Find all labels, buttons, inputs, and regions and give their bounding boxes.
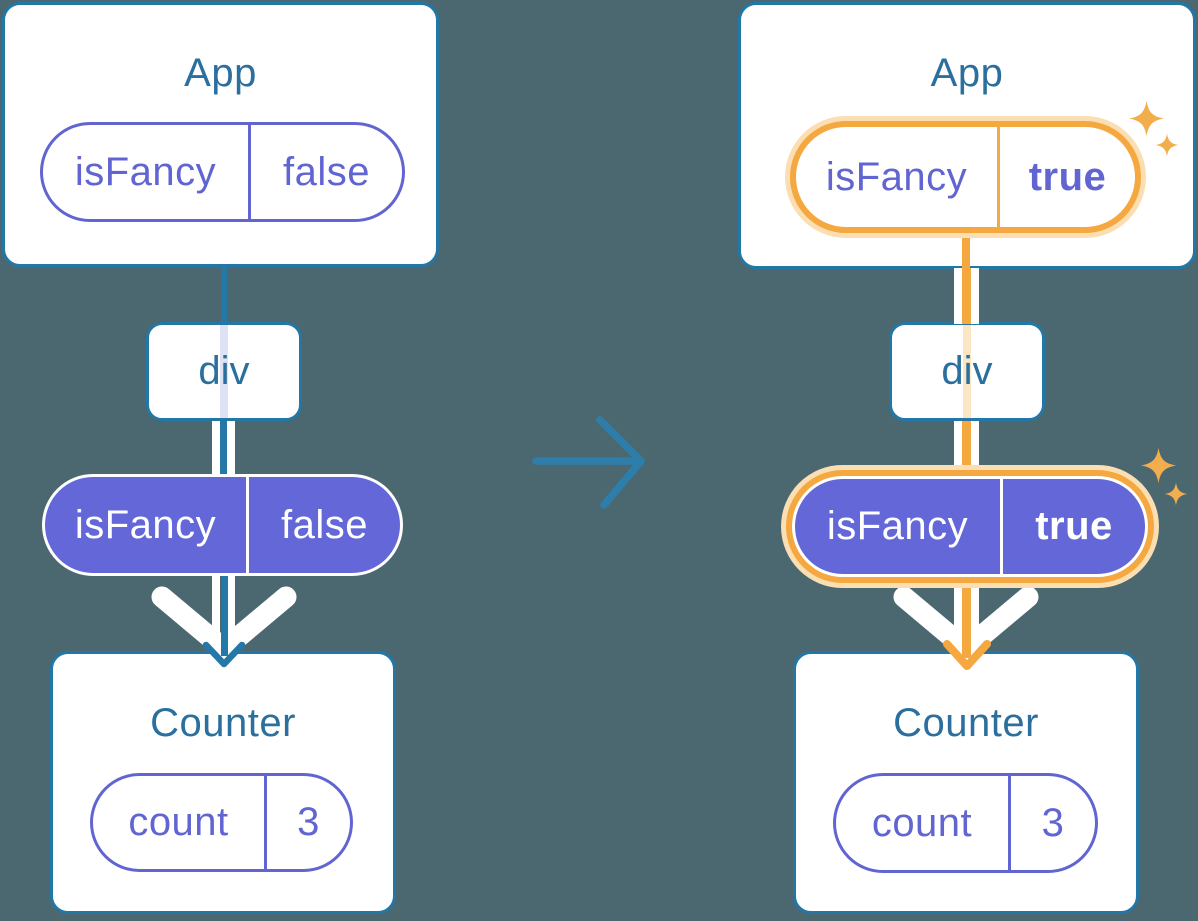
prop-pipe-div-to-pill-before: [212, 421, 235, 476]
app-state-pill-before: isFancy false: [40, 122, 405, 222]
passed-prop-pill-before: isFancy false: [42, 474, 403, 576]
sparkle-icon: [1140, 447, 1177, 484]
prop-pipe-pill-to-counter-after: [954, 585, 979, 640]
app-component-title-after: App: [930, 51, 1004, 95]
div-element-label-before: div: [198, 349, 250, 393]
sparkle-icon: [1155, 133, 1179, 157]
div-element-card-before: div: [146, 322, 302, 421]
right-arrow-icon: [532, 416, 645, 509]
prop-pipe-div-to-pill-after: [954, 421, 979, 478]
prop-value: false: [281, 502, 368, 547]
passed-prop-pill-after-highlighted: isFancy true: [792, 476, 1148, 577]
pill-divider: [246, 477, 249, 573]
counter-state-pill-after: count 3: [833, 773, 1098, 873]
state-key: isFancy: [74, 149, 217, 194]
sparkle-icon: [1164, 482, 1188, 506]
edge-pill-to-box-after: [962, 230, 970, 272]
prop-trace-line: [220, 325, 228, 418]
state-key: count: [128, 800, 229, 844]
div-element-label-after: div: [941, 349, 993, 393]
state-value: true: [1028, 154, 1107, 199]
app-state-pill-after-highlighted: isFancy true: [790, 121, 1141, 233]
state-value: 3: [297, 800, 320, 844]
prop-value: true: [1035, 504, 1113, 548]
div-element-card-after: div: [889, 322, 1045, 421]
pill-divider: [997, 127, 1000, 227]
edge-pill-to-counter-before: [221, 574, 228, 656]
edge-pill-to-counter-after: [962, 585, 971, 658]
blue-arrowhead-icon: [202, 641, 246, 668]
counter-component-title-before: Counter: [150, 701, 296, 745]
prop-pipe-pill-to-counter-before: [212, 574, 235, 640]
prop-trace-line: [963, 325, 971, 418]
counter-state-pill-before: count 3: [90, 773, 353, 872]
app-component-title-before: App: [184, 51, 257, 95]
prop-key: isFancy: [74, 502, 217, 547]
edge-app-to-div-before: [221, 266, 227, 324]
pill-divider: [1008, 776, 1011, 870]
state-key: isFancy: [825, 154, 968, 199]
counter-component-title-after: Counter: [893, 701, 1039, 745]
state-value: false: [283, 149, 370, 194]
pill-divider: [248, 125, 251, 219]
pill-divider: [1000, 479, 1003, 574]
prop-key: isFancy: [826, 504, 969, 548]
prop-pipe-app-to-div-after: [954, 268, 979, 324]
orange-arrowhead-icon: [943, 640, 991, 670]
state-key: count: [871, 800, 973, 845]
sparkle-icon: [1128, 100, 1165, 137]
state-value: 3: [1041, 800, 1065, 845]
pill-divider: [264, 776, 267, 869]
